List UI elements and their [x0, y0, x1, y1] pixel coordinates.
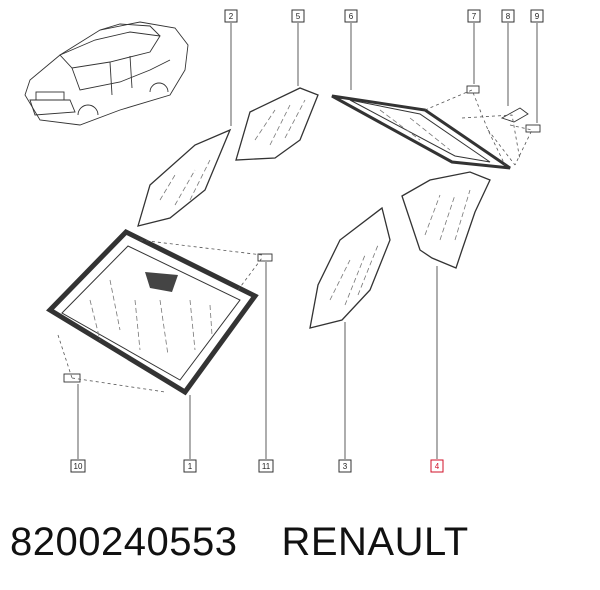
callout-3[interactable]: 3 [338, 459, 352, 473]
clip-part-11[interactable] [257, 253, 273, 262]
svg-text:2: 2 [229, 12, 234, 21]
svg-text:7: 7 [472, 12, 477, 21]
callout-6[interactable]: 6 [344, 9, 358, 23]
clip-part-7[interactable] [466, 85, 480, 94]
brand-name: RENAULT [281, 519, 469, 564]
part-number: 8200240553 [10, 519, 238, 564]
windscreen-part-1[interactable] [46, 228, 259, 396]
callout-8[interactable]: 8 [501, 9, 515, 23]
svg-text:4: 4 [435, 462, 440, 471]
car-illustration [24, 21, 189, 126]
parts-diagram: 1 2 3 4 5 6 7 8 9 10 11 [24, 9, 544, 473]
rear-quarter-glass-part-5[interactable] [235, 87, 319, 161]
leader-lines [77, 23, 538, 459]
svg-text:8: 8 [506, 12, 511, 21]
svg-text:10: 10 [74, 462, 83, 471]
svg-text:9: 9 [535, 12, 540, 21]
clip-part-8[interactable] [500, 107, 529, 123]
callout-5[interactable]: 5 [291, 9, 305, 23]
reference-lines [57, 89, 533, 393]
svg-text:11: 11 [262, 462, 271, 471]
svg-text:3: 3 [343, 462, 348, 471]
rear-door-glass-part-2[interactable] [137, 128, 232, 227]
svg-text:1: 1 [188, 462, 193, 471]
rear-door-glass-part-4[interactable] [401, 171, 491, 269]
callout-9[interactable]: 9 [530, 9, 544, 23]
footer: 8200240553 RENAULT [10, 512, 590, 572]
callout-2[interactable]: 2 [224, 9, 238, 23]
clip-part-9[interactable] [525, 124, 541, 133]
callout-7[interactable]: 7 [467, 9, 481, 23]
callout-4[interactable]: 4 [430, 459, 444, 473]
rear-window-part-6[interactable] [331, 94, 511, 170]
callout-11[interactable]: 11 [258, 459, 274, 473]
callout-1[interactable]: 1 [183, 459, 197, 473]
svg-text:6: 6 [349, 12, 354, 21]
callout-10[interactable]: 10 [70, 459, 86, 473]
svg-text:5: 5 [296, 12, 301, 21]
front-door-glass-part-3[interactable] [309, 206, 391, 329]
